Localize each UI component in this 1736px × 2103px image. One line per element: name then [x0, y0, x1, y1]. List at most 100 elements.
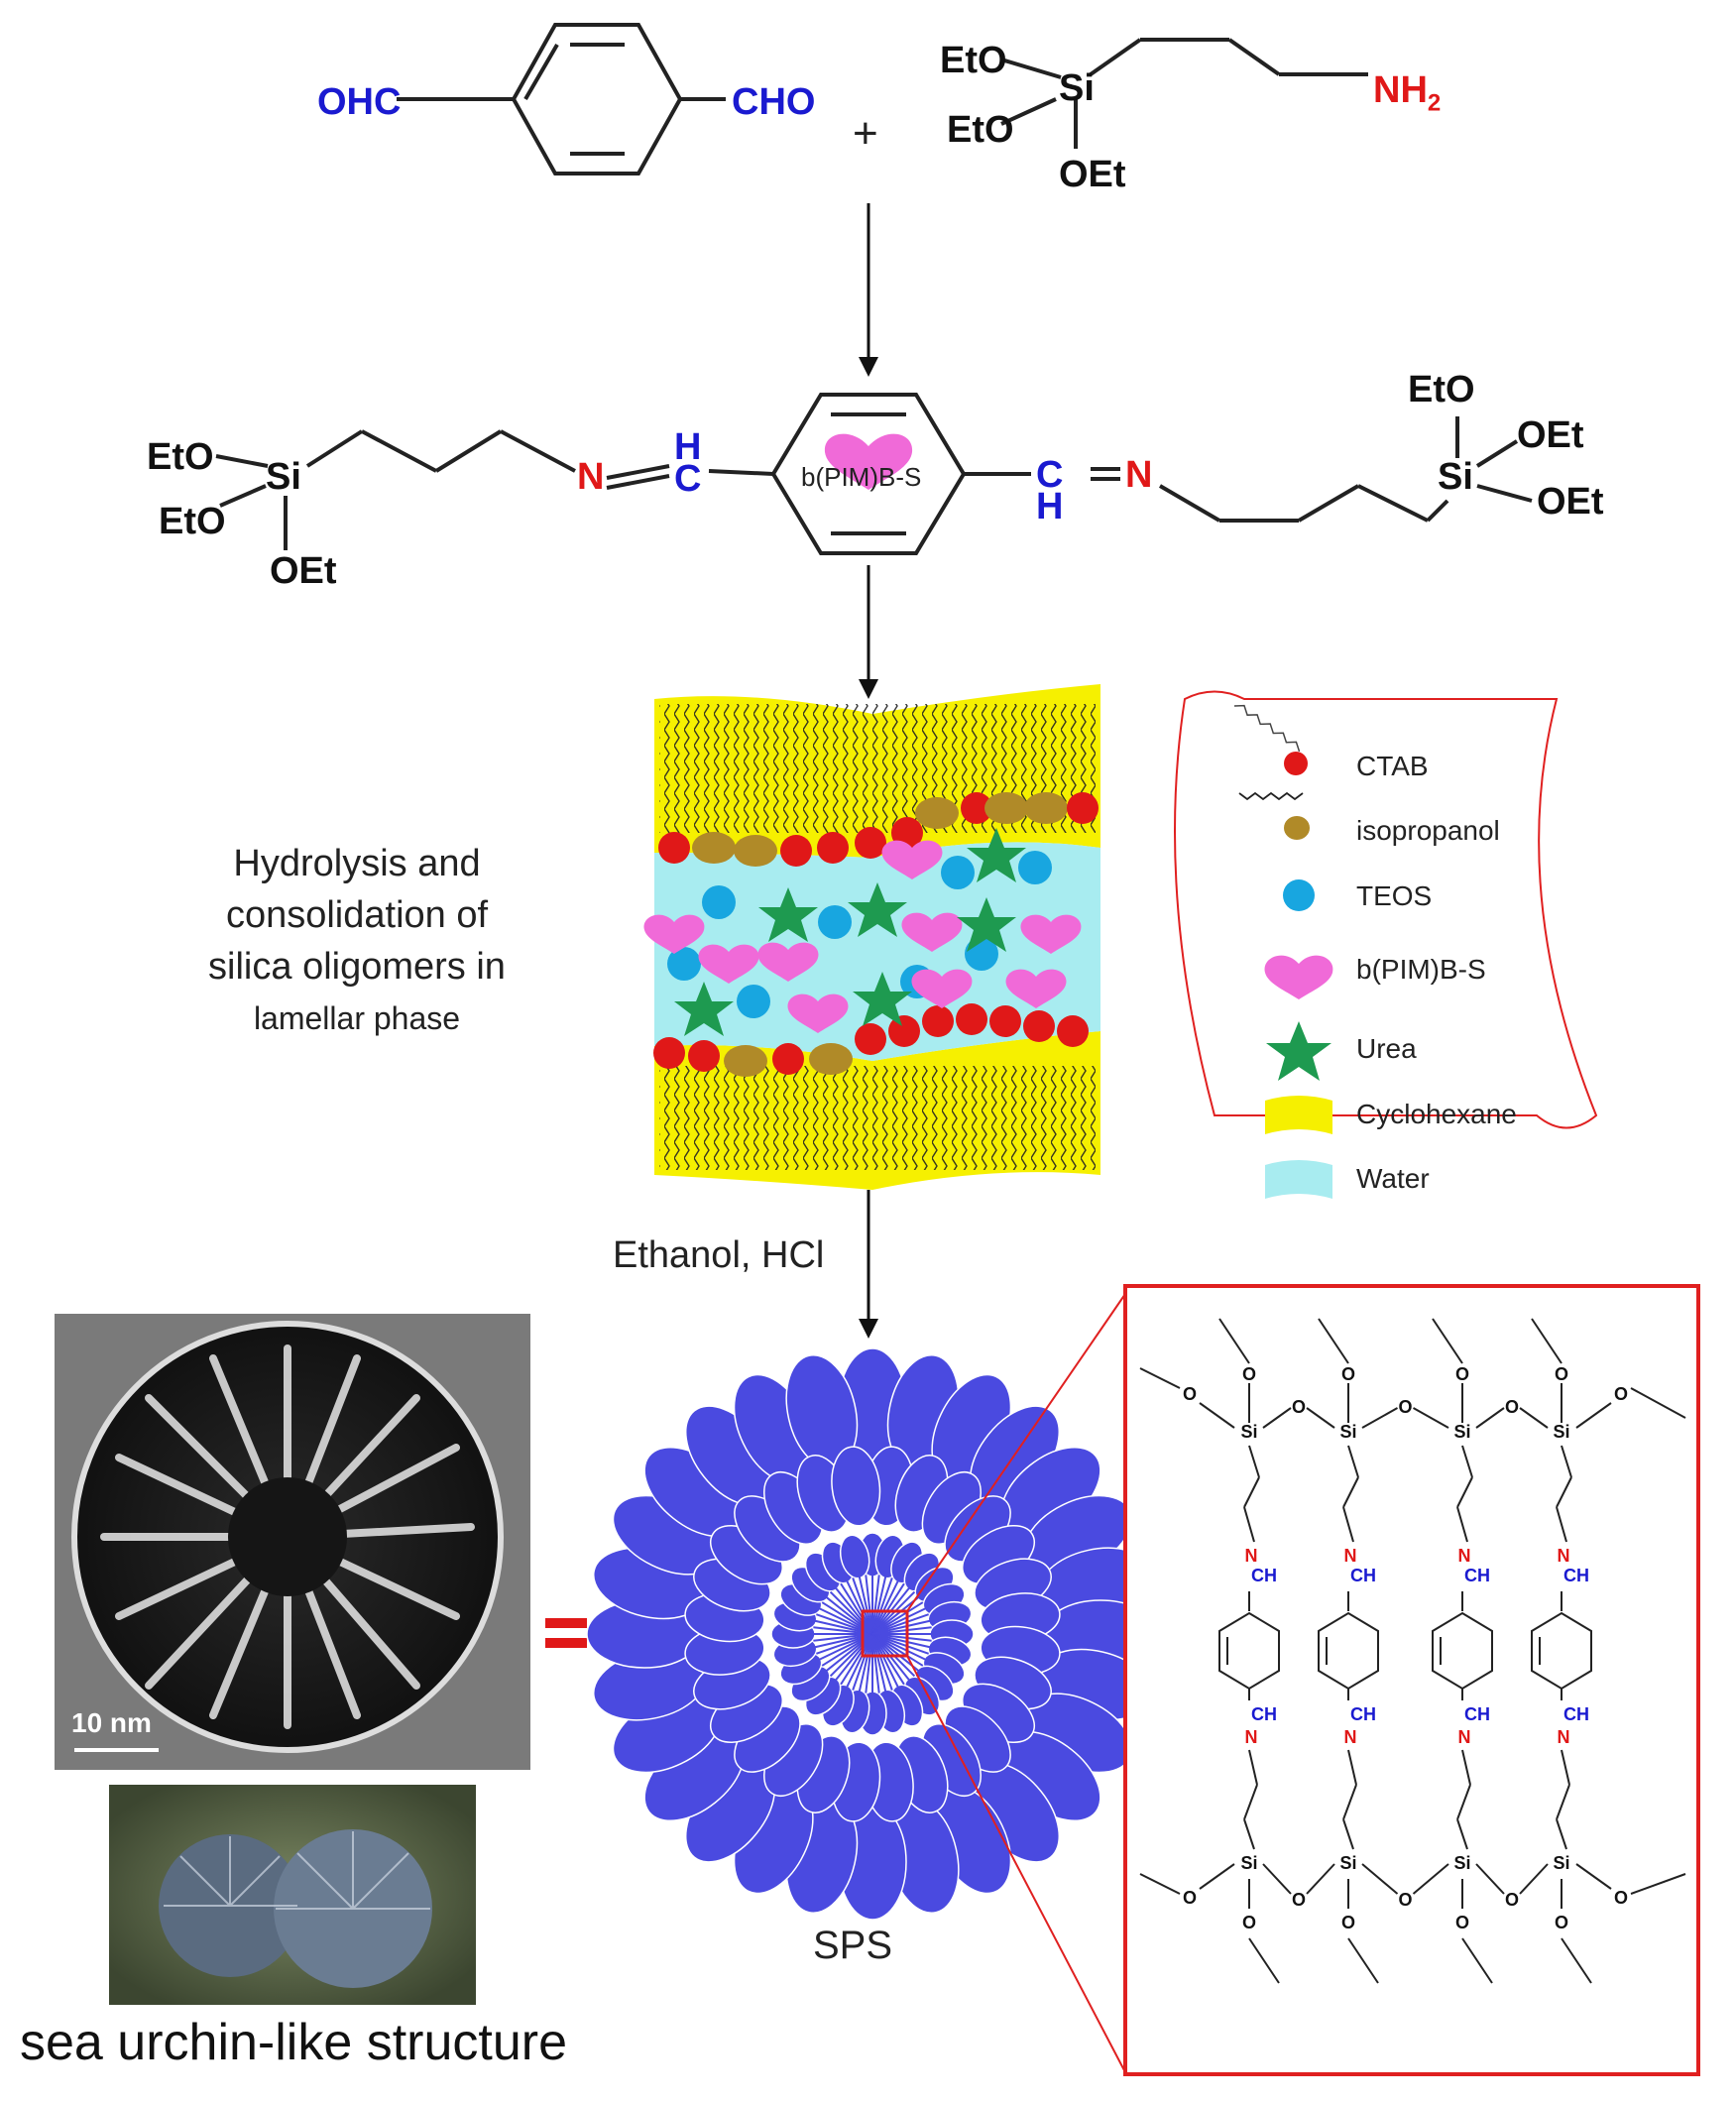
heart-particles — [643, 840, 1082, 1033]
sps-core-ray — [871, 1590, 916, 1635]
arrow-1 — [859, 203, 878, 377]
head-row-bottom — [653, 1003, 1089, 1077]
precursor-left-c: C — [674, 458, 702, 500]
sps-core-ray — [871, 1633, 927, 1661]
sps-core-ray — [871, 1619, 931, 1635]
bond — [1262, 1407, 1292, 1429]
bond — [1519, 1407, 1549, 1429]
network-ch-bottom: CH — [1251, 1704, 1277, 1724]
bond — [1139, 1367, 1181, 1389]
heart-legend-icon — [1264, 955, 1333, 999]
bond — [1347, 1937, 1379, 1984]
sps-core-ray — [871, 1577, 893, 1635]
bond — [1342, 1818, 1354, 1850]
precursor-left-eto-1: EtO — [147, 436, 214, 478]
silane-eto-1: EtO — [940, 40, 1007, 81]
sps-core-ray — [840, 1582, 873, 1635]
isopropanol-legend-icon — [1284, 816, 1310, 840]
bond — [1347, 1445, 1359, 1478]
network-structure: SiONCHCHNSiOOOSiONCHCHNSiOOOSiONCHCHNSiO… — [1139, 1318, 1686, 1984]
aminopropyl-silane — [1000, 38, 1368, 149]
urea-particles — [674, 828, 1026, 1036]
arrow-3 — [859, 1190, 878, 1339]
network-o-end: O — [1183, 1384, 1197, 1404]
bond — [1342, 1476, 1359, 1508]
precursor-right-eto: EtO — [1408, 369, 1475, 410]
bond — [1630, 1873, 1686, 1895]
bond — [1248, 1445, 1260, 1478]
cyclohexane-legend-icon — [1265, 1096, 1332, 1134]
sps-core-ray — [821, 1633, 873, 1667]
amine-subscript: 2 — [1427, 89, 1442, 117]
network-si-top: Si — [1553, 1422, 1569, 1442]
network-o-bottom: O — [1555, 1913, 1568, 1932]
sps-core-ray — [871, 1633, 899, 1689]
network-o-bridge-bottom: O — [1292, 1890, 1306, 1910]
network-n-bottom: N — [1344, 1727, 1357, 1747]
bond — [1556, 1506, 1567, 1543]
step-line-1: Hydrolysis and — [233, 843, 481, 884]
bond — [1318, 1318, 1349, 1364]
bond — [1519, 1863, 1549, 1895]
sps-petal — [831, 1446, 881, 1527]
equals-sign — [545, 1618, 587, 1648]
network-n-top: N — [1245, 1546, 1258, 1566]
network-o-bridge-bottom: O — [1505, 1890, 1519, 1910]
precursor-right-h: H — [1036, 486, 1064, 527]
sps-core-ray — [871, 1633, 924, 1667]
precursor-left-n: N — [577, 456, 605, 498]
network-o-bottom: O — [1455, 1913, 1469, 1932]
bond — [1413, 1407, 1449, 1429]
precursor-right-si: Si — [1438, 456, 1473, 498]
network-ch-top: CH — [1464, 1566, 1490, 1585]
network-o-end: O — [1614, 1384, 1628, 1404]
precursor-right-oet-1: OEt — [1517, 414, 1584, 456]
bond — [1456, 1476, 1473, 1508]
network-n-bottom: N — [1245, 1727, 1258, 1747]
network-o-bottom: O — [1341, 1913, 1355, 1932]
bond — [1556, 1476, 1572, 1508]
precursor-right-c: C — [1036, 454, 1064, 496]
precursor-left-oet: OEt — [270, 550, 337, 592]
bond — [1248, 1937, 1280, 1984]
tem-image — [55, 1314, 530, 1770]
bond — [1630, 1387, 1686, 1419]
sps-core-ray — [871, 1582, 905, 1635]
bond — [1243, 1476, 1260, 1508]
bond — [1412, 1863, 1449, 1895]
network-o-bridge-top: O — [1398, 1397, 1412, 1417]
bond — [1139, 1873, 1181, 1895]
bond — [1561, 1937, 1592, 1984]
sps-core-ray — [821, 1601, 873, 1635]
sps-core-ray — [871, 1633, 905, 1686]
bond — [1475, 1863, 1505, 1895]
bond — [1347, 1749, 1357, 1786]
bond — [1361, 1407, 1398, 1429]
sps-core-ray — [871, 1613, 929, 1635]
bond — [1243, 1818, 1255, 1850]
terephthalaldehyde — [397, 23, 726, 175]
bond — [1342, 1784, 1357, 1820]
bond — [1456, 1506, 1468, 1543]
sps-core-ray — [834, 1633, 873, 1682]
network-n-bottom: N — [1558, 1727, 1570, 1747]
bond — [1248, 1749, 1258, 1786]
network-ch-bottom: CH — [1563, 1704, 1589, 1724]
bond — [1575, 1402, 1612, 1429]
network-o-top: O — [1455, 1364, 1469, 1384]
sps-core-ray — [871, 1633, 880, 1694]
sps-core-ray — [865, 1575, 873, 1635]
bond — [1306, 1407, 1335, 1429]
sps-core-ray — [871, 1575, 880, 1635]
network-o-top: O — [1341, 1364, 1355, 1384]
network-n-top: N — [1344, 1546, 1357, 1566]
teos-legend-icon — [1283, 879, 1315, 911]
bond — [1575, 1863, 1612, 1890]
sps-core-ray — [871, 1601, 924, 1635]
step-line-2: consolidation of — [225, 894, 489, 936]
network-ch-top: CH — [1251, 1566, 1277, 1585]
network-si-bottom: Si — [1453, 1853, 1470, 1873]
bond — [1218, 1318, 1250, 1364]
sps-particle — [586, 1347, 1159, 1921]
scale-bar-label: 10 nm — [71, 1707, 152, 1738]
